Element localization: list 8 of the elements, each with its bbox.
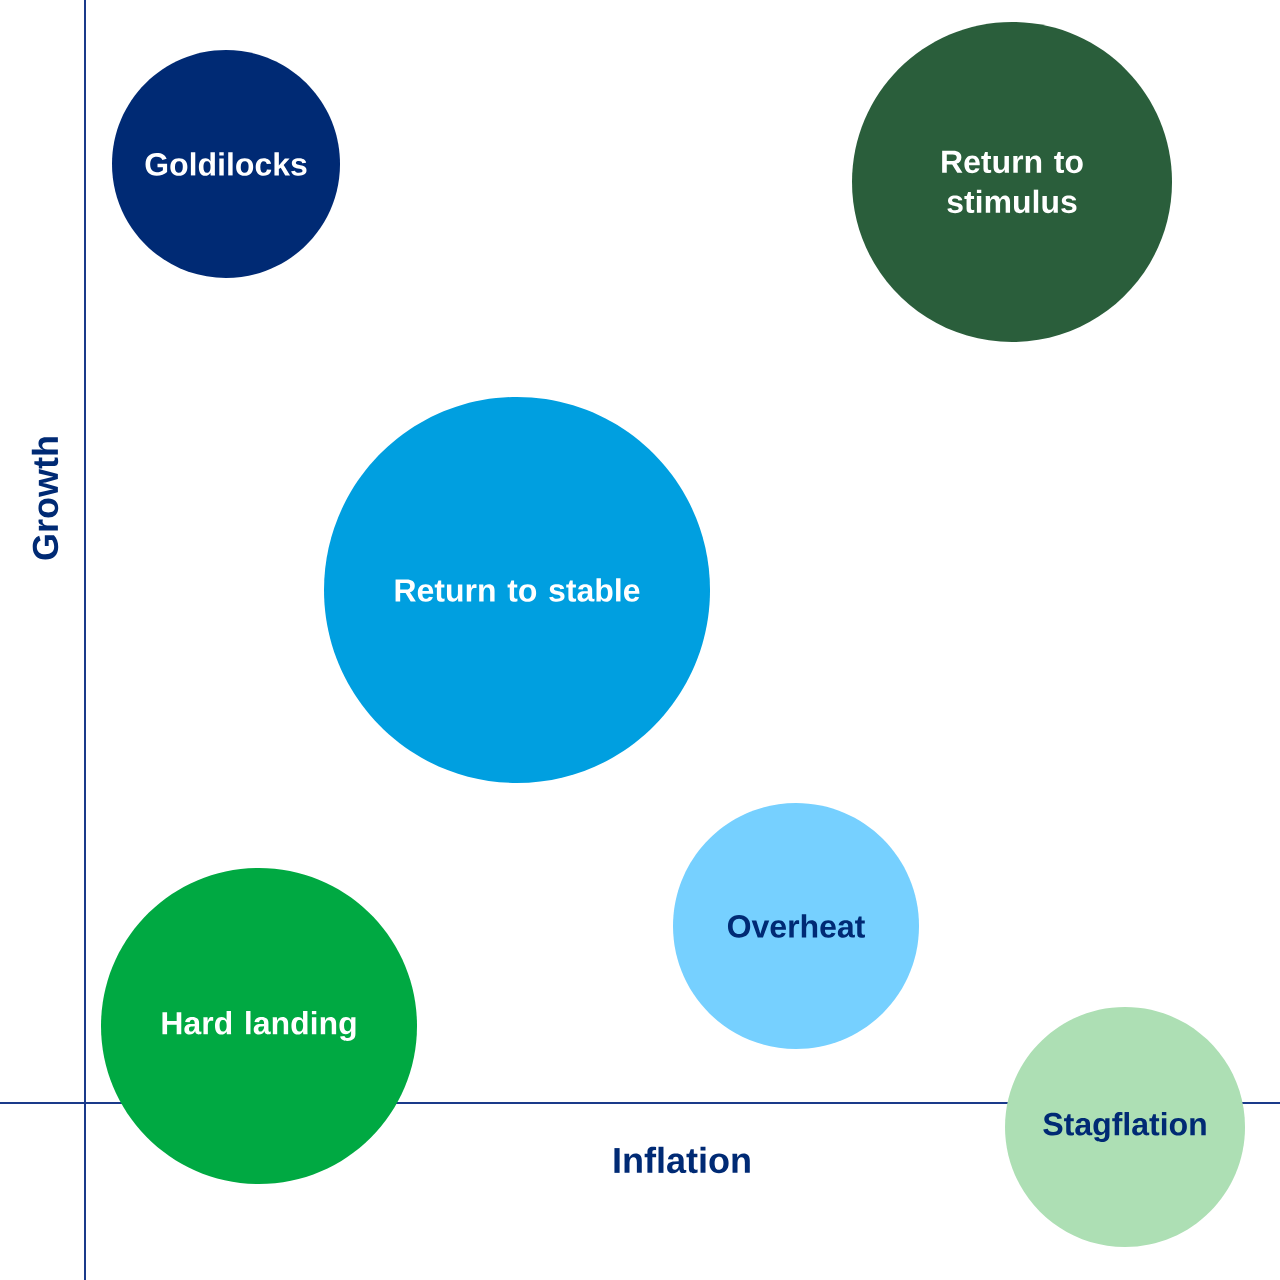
bubble: Overheat — [673, 803, 919, 1049]
bubble: Return to stable — [324, 397, 710, 783]
bubble: Goldilocks — [112, 50, 340, 278]
bubble: Stagflation — [1005, 1007, 1245, 1247]
bubble: Hard landing — [101, 868, 417, 1184]
bubble: Return to stimulus — [852, 22, 1172, 342]
axis-label: Inflation — [614, 1146, 750, 1174]
axis-label: Growth — [31, 437, 59, 560]
